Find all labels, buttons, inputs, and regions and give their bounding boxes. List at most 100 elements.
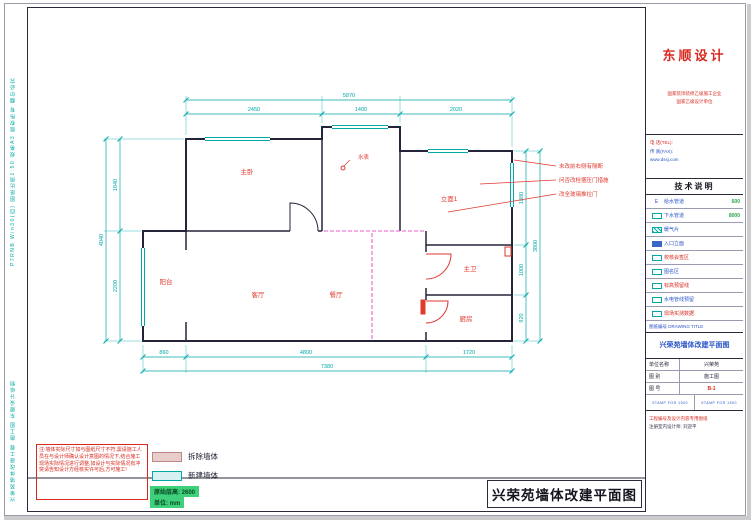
entry-elevation-symbol [649,240,664,247]
room-label-elevation: 立面1 [441,194,458,203]
tech-row-label: 标高预留线 [664,283,690,289]
kitchen-door-arc [425,300,449,324]
field-value: B-1 [707,385,716,392]
field-row: 图 号 B-1 [646,383,743,395]
room-label-dining: 餐厅 [330,290,344,299]
contact-tel: 电 话(TEL): [650,140,673,145]
tech-row: 校核会签区 [646,251,743,265]
tech-row: 下水管道 8000 [646,209,743,223]
tech-row-label: 校核会签区 [664,255,690,261]
tech-row: E 给水管道 600 [646,195,743,209]
note-line-1: 工程编号及设计内容专用图纸 [649,416,708,421]
dim-label: 860 [159,350,168,356]
room-label-water-meter: 水表 [358,153,370,161]
sheet-shadow-right [747,4,751,520]
drawing-number-row: 图纸编号 DRAWING TITLE [646,321,743,333]
dim-label: 2450 [248,107,260,113]
unit-tag: 单位: mm [150,497,185,508]
tech-row: 现场实测数据 [646,307,743,321]
sheet-shadow-bottom [4,516,751,520]
legend-new-wall: 新建墙体 [152,470,218,481]
dim-label: 4800 [300,350,312,356]
dim-label: 2020 [450,107,462,113]
field-row: 图 别 施工图 [646,371,743,383]
cert-line-1: 国家装饰装修乙级施工企业 [667,91,722,96]
stamp-2: STAMP FOR 1500 [701,400,737,405]
tech-row: 暖气片 [646,223,743,237]
legend-demolish-label: 拆除墙体 [188,452,218,461]
room-label-bedroom: 主卧 [241,167,255,176]
dimension-lines [105,99,541,372]
bedroom-door-arc [289,202,319,232]
tech-row: 图名区 [646,265,743,279]
stamp-row: STAMP FOR 1500 STAMP FOR 1500 [646,395,743,411]
check-sign-symbol [649,254,664,261]
outer-frame [4,3,746,516]
dim-label: 1720 [463,350,475,356]
tech-row-value: 8000 [728,212,740,219]
radiator-symbol [649,226,664,233]
tech-row-label: 入口立面 [664,241,685,247]
legend-new-wall-label: 新建墙体 [188,471,218,480]
tech-row-label: 给水管道 [664,199,685,205]
walls [142,126,513,342]
wall-marker [504,246,512,257]
new-wall-swatch [152,470,182,481]
tech-row-label: 水电管线预留 [664,297,695,303]
dim-label: 1880 [519,192,525,204]
dim-label: 2200 [113,280,119,292]
interior-walls [185,139,512,341]
note-line-2: 注册室内设计师: 刘迎平 [649,424,697,430]
field-value: 施工图 [703,374,719,380]
field-value: 兴荣苑 [703,362,719,368]
new-wall-marker [420,299,426,315]
tech-row: 入口立面 [646,237,743,251]
dimension-labels: 2450 1400 2020 5870 860 4800 1720 7380 1… [99,93,539,370]
tech-row-label: 下水管道 [664,213,685,219]
windows [140,124,515,326]
dim-label: 4040 [99,234,105,246]
title-block: 东顺设计 国家装饰装修乙级施工企业 国家乙级设计单位 电 话(TEL): 传 真… [645,7,743,512]
demolish-wall-swatch [152,451,182,462]
field-label: 图 别 [646,371,680,382]
water-supply-symbol: E [654,198,659,205]
field-label: 图 号 [646,383,680,394]
contact-section: 电 话(TEL): 传 真(FAX): www.dssj.com [646,135,743,179]
room-label-bath: 主卫 [464,264,478,273]
dim-label: 5870 [343,93,355,99]
project-name: 兴荣苑墙体改建平面图 [646,333,743,359]
dim-label: 1840 [113,179,119,191]
drain-pipe-symbol [649,212,664,219]
tech-notes-header: 技术说明 [646,179,743,195]
tech-row-value: 600 [731,198,740,205]
room-label-kitchen: 厨房 [460,314,473,323]
annotation-1: 未改前右侧有隔断 [559,162,604,170]
field-label: 单位名称 [646,359,680,370]
field-row: 单位名称 兴荣苑 [646,359,743,371]
tech-row: 水电管线预留 [646,293,743,307]
annotation-leaders [343,159,557,213]
site-data-symbol [649,310,664,317]
drawing-title: 兴荣苑墙体改建平面图 [487,480,642,508]
tech-row-label: 现场实测数据 [664,311,695,317]
contact-web: www.dssj.com [650,157,679,163]
level-line-symbol [649,282,664,289]
floor-height-tag: 原始层高: 2600 [150,486,200,497]
company-logo: 东顺设计 [662,48,727,63]
water-meter-symbol [340,165,346,171]
red-marks [340,159,557,324]
room-label-balcony: 阳台 [160,277,173,286]
dim-label: 1400 [355,107,367,113]
dim-label: 920 [519,313,525,322]
annotation-labels: 未改前右侧有隔断 问否改栓捆压门措施 改全玻璃推拉门 [559,162,609,198]
logo-section: 东顺设计 国家装饰装修乙级施工企业 国家乙级设计单位 [646,7,743,135]
tech-row-label: 暖气片 [664,227,680,233]
demolition-lines [324,230,424,339]
room-label-living: 客厅 [252,290,266,299]
legend-demolish: 拆除墙体 [152,451,218,462]
dim-label: 7380 [321,364,333,370]
dim-label: 1000 [519,264,525,276]
room-labels: 主卧 水表 立面1 阳台 客厅 餐厅 主卫 厨房 [160,153,478,323]
certifications: 国家装饰装修乙级施工企业 国家乙级设计单位 [646,90,743,105]
